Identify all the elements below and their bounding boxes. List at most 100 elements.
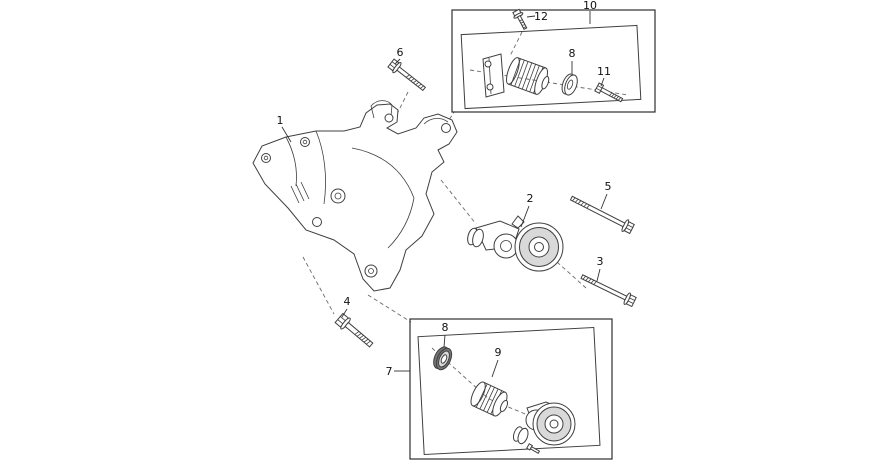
callout-4: 4 [344, 295, 351, 308]
bolt-shaft [396, 66, 427, 92]
idler-pulley-assembly-top [482, 8, 624, 103]
plate-bolt [484, 60, 492, 68]
bolt-head-facet [389, 64, 395, 69]
washer-hole [566, 79, 574, 90]
leader-tick [394, 58, 401, 65]
bolt-3-drawing [580, 274, 637, 308]
bolt-shaft [529, 446, 541, 454]
bracket-hatch-line [290, 185, 300, 204]
pulley-back-face [506, 57, 520, 85]
tensioner-roller [472, 228, 484, 248]
callout-5: 5 [605, 180, 612, 193]
leader-tick [526, 15, 536, 18]
bracket-boss-center [334, 192, 342, 200]
callout-12: 12 [534, 10, 548, 23]
bolt-12-drawing [512, 8, 528, 31]
bolt-head-facet [337, 319, 344, 325]
callout-8-top: 8 [569, 47, 576, 60]
leader-tick [491, 359, 499, 378]
bolt-threads [405, 74, 425, 89]
bolt-shaft [580, 274, 628, 301]
callout-leader-ticks [281, 11, 608, 378]
inset-box-bottom-inner-frame [417, 326, 601, 456]
bracket-lower-rib [387, 197, 415, 249]
bolt-4-drawing [334, 312, 374, 348]
tensioner-pulley-assembly-bottom [433, 346, 576, 454]
bracket-hole [300, 137, 310, 147]
bolt-threads [354, 330, 371, 345]
bolt-head-facet [391, 61, 398, 66]
bolt12-axis-line [509, 31, 523, 57]
callout-labels: 1 2 3 4 5 6 7 8 8 9 10 11 12 [277, 0, 612, 378]
callout-3: 3 [597, 255, 604, 268]
belt-tensioner-drawing [467, 215, 564, 272]
inset-box-bottom-border [409, 318, 613, 460]
bolt-head-facet [629, 297, 635, 301]
callout-10: 10 [583, 0, 597, 12]
inset-box-top [451, 9, 656, 113]
tensioner-tab [511, 215, 525, 229]
leader-line [302, 256, 335, 315]
grooved-pulley-top [506, 57, 550, 95]
bracket-hatch-line [300, 181, 310, 200]
bracket-boss [364, 264, 378, 278]
leader-line [440, 179, 477, 225]
leader-tick [596, 268, 601, 282]
bolt-head-facet [597, 85, 603, 89]
plate-bolt [486, 83, 494, 91]
bracket-boss [330, 188, 346, 204]
bracket-ear-detail [423, 118, 449, 125]
leader-tick [600, 193, 608, 210]
bolt-threads [571, 197, 591, 209]
tensioner-housing [493, 233, 519, 259]
tensioner-roller [517, 427, 529, 445]
bracket-rib-line [315, 130, 326, 205]
bracket-boss-center [368, 268, 374, 274]
leader-line [367, 294, 412, 323]
bracket-plate-crease [285, 136, 297, 187]
bracket-outline [252, 103, 458, 292]
callout-2: 2 [527, 192, 534, 205]
leader-tick [443, 334, 446, 348]
bracket-hole [384, 113, 394, 123]
bolt-shaft [569, 195, 626, 228]
tensioner-bottom-drawing [512, 401, 576, 454]
callout-8-bottom: 8 [442, 321, 449, 334]
tensioner-pulley-hub [534, 242, 544, 252]
bracket-clevis-detail [370, 100, 393, 119]
leader-tick [600, 77, 605, 87]
pulley-grooves [510, 58, 544, 94]
washer-hole [440, 354, 448, 364]
callout-11: 11 [597, 65, 611, 78]
bolt-head-facet [627, 300, 634, 304]
bracket-hatch-line [295, 183, 305, 202]
bracket-hole-center [302, 139, 308, 145]
pulley-hub [541, 75, 550, 90]
bolt-head-facet [625, 227, 632, 231]
bolt-5-drawing [569, 195, 635, 235]
bracket-hole [261, 153, 271, 163]
mount-plate [482, 53, 505, 98]
bolt-threads [608, 92, 622, 101]
bracket-hole [441, 123, 451, 133]
inset-box-top-border [451, 9, 656, 113]
inset-box-bottom [409, 318, 613, 460]
pulley-hub [499, 399, 509, 413]
washer-8-bottom [433, 346, 453, 371]
washer-8-top [561, 73, 578, 96]
leader-tick [341, 308, 348, 318]
bracket-hole [312, 217, 322, 227]
bolt-head-facet [627, 224, 633, 228]
bracket-arch-line [351, 147, 415, 199]
bolt-head-facet [340, 316, 346, 322]
grooved-pulley-9 [470, 381, 509, 417]
leader-line [556, 261, 587, 289]
mounting-bracket-drawing [252, 100, 458, 292]
callout-1: 1 [277, 114, 284, 127]
bolt-threads [582, 275, 598, 286]
tensioner-stub-bolt [526, 443, 541, 454]
bolt-6-drawing [387, 58, 427, 92]
callout-6: 6 [397, 46, 404, 59]
